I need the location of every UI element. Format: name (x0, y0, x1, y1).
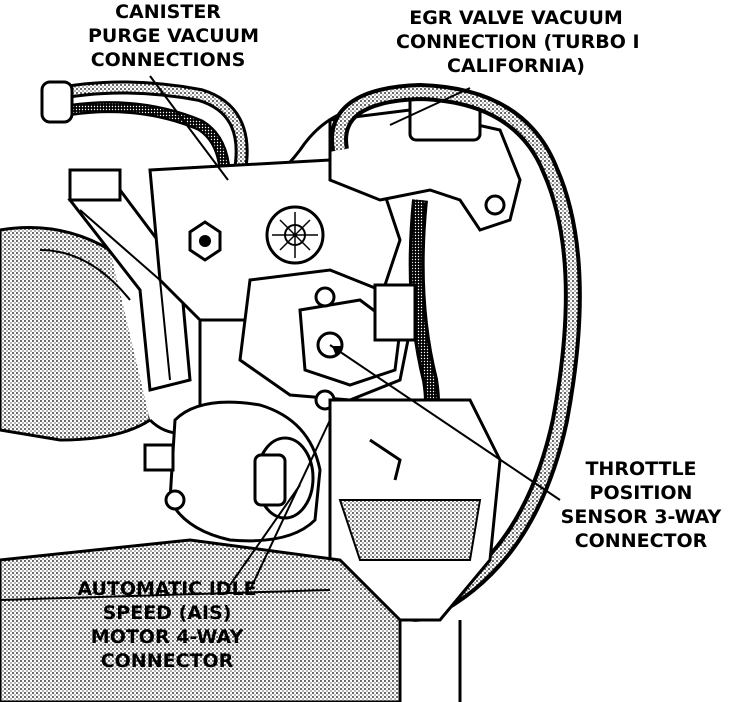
callout-line: CALIFORNIA) (447, 55, 585, 77)
throttle-base (328, 398, 502, 622)
egr-valve (328, 93, 522, 232)
callout-ais-motor: AUTOMATIC IDLE SPEED (AIS) MOTOR 4-WAY C… (62, 577, 272, 673)
callout-line: CANISTER (115, 1, 221, 23)
callout-line: CONNECTOR (100, 650, 234, 672)
callout-line: PURGE VACUUM (88, 25, 259, 47)
callout-line: CONNECTION (TURBO I (396, 31, 640, 53)
callout-line: THROTTLE (585, 458, 697, 480)
callout-line: SPEED (AIS) (102, 602, 232, 624)
callout-throttle-position-sensor: THROTTLE POSITION SENSOR 3-WAY CONNECTOR (556, 457, 726, 553)
callout-canister-purge: CANISTER PURGE VACUUM CONNECTIONS (88, 0, 259, 72)
leader-lines (149, 75, 561, 591)
callout-line: CONNECTOR (574, 530, 708, 552)
intake-manifold (0, 538, 462, 702)
leader-egr (389, 87, 471, 126)
canister-purge-hoses (40, 80, 351, 190)
leader-ais-2 (249, 419, 331, 591)
callout-line: AUTOMATIC IDLE (77, 578, 257, 600)
callout-line: EGR VALVE VACUUM (409, 7, 623, 29)
ais-motor (143, 400, 322, 543)
leader-ais-1 (229, 484, 301, 586)
callout-line: SENSOR 3-WAY (560, 506, 722, 528)
arrow-tps (332, 346, 342, 356)
callout-line: CONNECTIONS (90, 49, 246, 71)
leader-canister (149, 75, 229, 181)
throttle-position-sensor (238, 268, 417, 411)
callout-line: MOTOR 4-WAY (90, 626, 244, 648)
callout-line: POSITION (589, 482, 693, 504)
leader-tps (329, 344, 561, 501)
hose-clamp (67, 168, 192, 392)
callout-egr-valve: EGR VALVE VACUUM CONNECTION (TURBO I CAL… (396, 6, 640, 78)
